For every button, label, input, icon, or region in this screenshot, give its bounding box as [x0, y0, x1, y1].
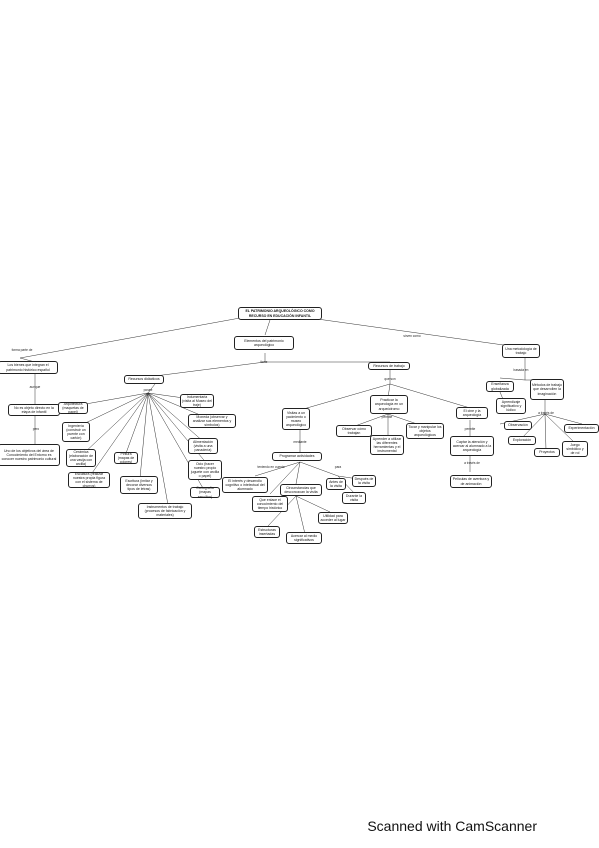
node-juego: Juego simbólico y de rol: [562, 441, 588, 457]
node-ensenanza: Enseñanza globalizada: [486, 381, 514, 392]
link-aunque: aunque: [29, 385, 41, 389]
link-mediante: mediante: [293, 440, 307, 444]
link-teniendo-cuenta: teniendo en cuenta: [257, 465, 285, 469]
link-sirven-como: sirven como: [403, 334, 421, 338]
node-programar: Programar actividades: [272, 452, 322, 461]
node-objetivos: Uno de los objetivos del área de Conocim…: [0, 444, 60, 466]
node-alimentacion: Alimentación (visita a una panadería): [188, 438, 218, 454]
node-elementos: Elementos del patrimonio arqueológico: [234, 336, 294, 350]
node-pintura: Pintura (mapas de colores): [114, 452, 138, 464]
node-escritura: Escritura (imitar y decorar diversos tip…: [120, 476, 158, 494]
node-instrumentos-trabajo: Instrumentos de trabajo (procesos de fab…: [138, 503, 192, 519]
node-observacion: Observación: [504, 421, 532, 430]
link-permite: permite: [381, 415, 393, 419]
node-visitas: Visitas a un yacimiento o museo arqueoló…: [282, 408, 310, 430]
link-posee: posee: [143, 388, 153, 392]
node-metodos: Métodos de trabajo que desarrollen la im…: [530, 379, 564, 400]
node-exploracion: Exploración: [508, 436, 536, 445]
node-cine: El cine y la arqueología: [456, 407, 488, 419]
node-enlace: Que enlace el conocimiento del tiempo hi…: [252, 496, 288, 512]
node-moneda: Moneda (observar y analizar sus elemento…: [188, 414, 236, 428]
link-a-traves: a través de: [464, 461, 480, 465]
node-aprender: Aprender a utilizar las diferentes herra…: [370, 435, 404, 455]
node-utilidad: Utilidad para acceder al lugar: [318, 512, 348, 524]
node-arquitectura: Arquitectura (maquetas de papel): [58, 402, 88, 414]
node-proyectos: Proyectos: [534, 448, 560, 457]
node-practicar: Practicar la arqueología en un arqueódro…: [370, 395, 408, 414]
scanner-watermark: Scanned with CamScanner: [367, 818, 537, 834]
main-title-node: EL PATRIMONIO ARQUEOLÓGICO COMO RECURSO …: [238, 307, 322, 320]
node-metodologia: Una metodología de trabajo: [502, 344, 540, 358]
node-medio: El interés y desarrollo cognitivo o inte…: [222, 477, 268, 493]
link-forma-parte: forma parte de: [11, 348, 33, 352]
node-ingenieria: Ingeniería (construir un puente con cart…: [62, 422, 90, 442]
node-indumentaria: Indumentaria (visita al Museo del traje): [180, 394, 214, 408]
link-pero: pero: [32, 427, 40, 431]
node-bienes: Los bienes que integran el patrimonio hi…: [0, 361, 58, 374]
node-estructuras: Estructuras insertadas: [254, 526, 280, 538]
node-escultura: Escultura (realizar nuestra propia figur…: [68, 472, 110, 488]
node-circunstancias: Circunstancias que desconozcan la visita: [280, 484, 322, 496]
link-que-son: que son: [384, 377, 396, 381]
node-aprendizaje: Aprendizaje significativo y lúdico: [496, 398, 526, 414]
link-para: para: [334, 465, 342, 469]
node-captar: Captar la atención y acercar al alumnado…: [450, 436, 494, 456]
node-despues: Después de la visita: [352, 475, 376, 487]
node-ceramica: Cerámica (elaboración de una vasija con …: [66, 449, 96, 467]
link-basada-en: basada en: [513, 368, 529, 372]
node-antes: Antes de la visita: [326, 478, 346, 490]
link-permite-2: permite: [464, 427, 476, 431]
node-recursos-didacticos: Recursos didácticos: [124, 375, 164, 384]
link-a-traves-2: a través de: [538, 411, 554, 415]
node-ocio: Ocio (hacer nuestro propio juguete con a…: [188, 460, 222, 480]
node-no-objeto: No es objeto directo en la etapa de infa…: [8, 404, 60, 416]
node-cartografia: Cartografía (mapas sencillos): [190, 486, 220, 499]
node-recursos-trabajo: Recursos de trabajo: [368, 362, 410, 370]
node-acercar: Acercar al medio significativos: [286, 532, 322, 544]
node-experimentacion: Experimentación: [564, 424, 599, 433]
node-observar: Observar cómo trabajan: [336, 425, 372, 437]
node-peliculas: Películas de aventura y de animación: [450, 475, 492, 488]
node-durante: Durante la visita: [342, 492, 366, 504]
link-tiene: tiene: [260, 360, 268, 364]
node-tocar: Tocar y manipular los objetos arqueológi…: [406, 423, 444, 439]
